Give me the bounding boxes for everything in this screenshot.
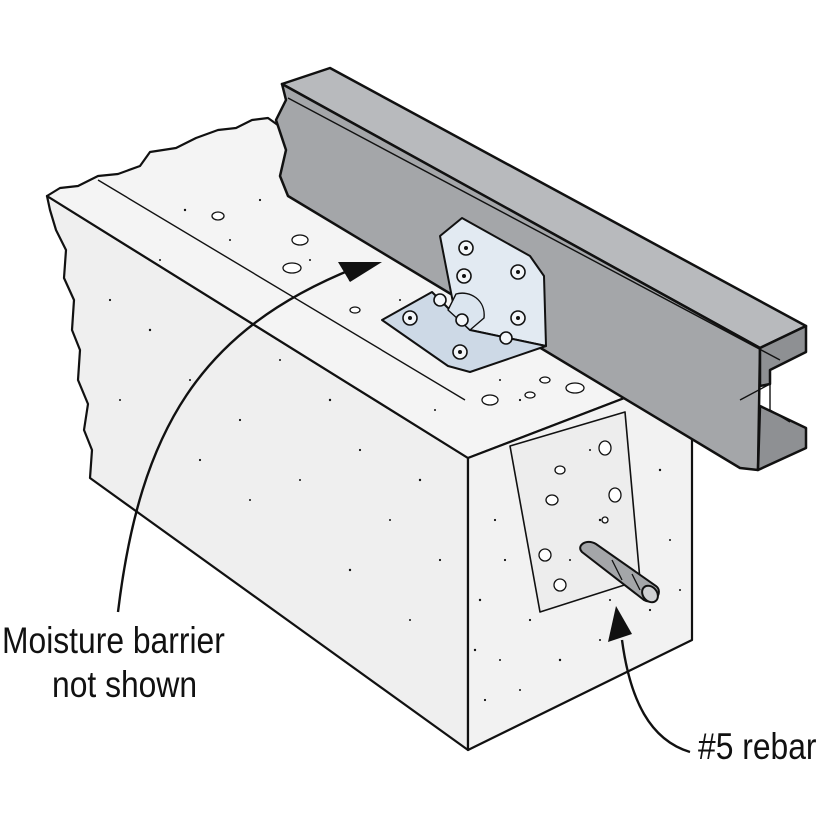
concrete-foundation — [45, 116, 694, 752]
concrete-voids — [211, 211, 622, 592]
rebar-arrowhead — [608, 606, 632, 642]
rebar-end — [641, 584, 659, 604]
moisture-barrier-leader — [116, 266, 356, 613]
channel-open-end — [758, 324, 808, 388]
concrete-speckles — [108, 198, 681, 702]
channel-bottom-lip — [756, 404, 808, 472]
moisture-barrier-label-line1: Moisture barrier — [2, 620, 225, 661]
bracket-bolts — [402, 240, 526, 360]
rebar-label: #5 rebar — [698, 726, 817, 767]
foundation-top-ridge — [97, 179, 466, 401]
callout-arrows — [116, 266, 691, 754]
bracket-horizontal-leg — [381, 291, 547, 373]
rebar — [579, 540, 660, 604]
foundation-long-face — [45, 194, 470, 752]
moisture-barrier-label-line2: not shown — [52, 664, 198, 705]
moisture-barrier-arrowhead — [338, 262, 382, 282]
rebar-leader — [620, 639, 691, 754]
arrowheads — [338, 262, 632, 642]
angle-bracket — [381, 217, 547, 373]
